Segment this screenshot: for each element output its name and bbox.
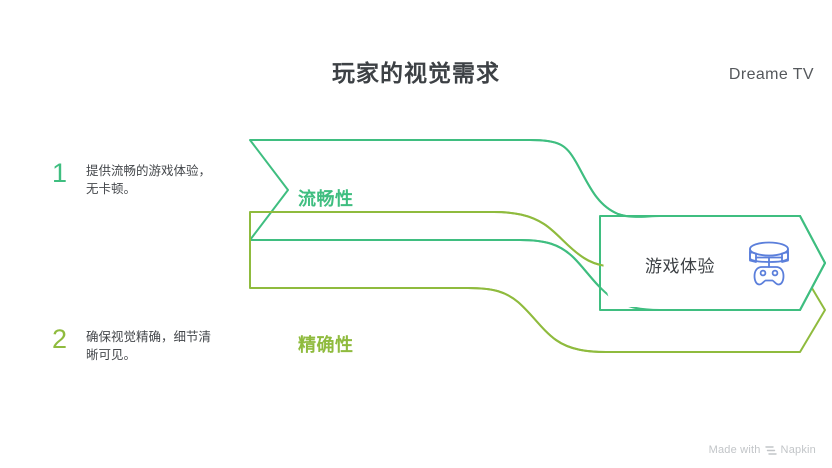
outcome-label: 游戏体验 [645, 257, 715, 276]
page-title: 玩家的视觉需求 [332, 60, 500, 86]
outcome-arrow-cover [603, 219, 821, 307]
band-merge-edge-bottom [449, 239, 801, 311]
band-label-smoothness: 流畅性 [298, 189, 354, 209]
band-merge-edge-top [449, 139, 801, 218]
list-item: 1 提供流畅的游戏体验，无卡顿。 [52, 160, 222, 198]
band-label-precision: 精确性 [298, 335, 354, 355]
vr-headset-gamepad-icon [749, 241, 789, 286]
band-merge-edge-olive-bottom [449, 287, 701, 353]
brand-label: Dreame TV [728, 66, 814, 83]
list-item-index: 1 [52, 158, 68, 188]
list-item-index: 2 [52, 324, 68, 354]
list-item: 2 确保视觉精确，细节清晰可见。 [52, 326, 222, 364]
list-item-text: 提供流畅的游戏体验，无卡顿。 [86, 163, 212, 197]
watermark-made-with-label: Made with [708, 444, 761, 456]
outcome-arrow-outline [659, 215, 826, 311]
list-item-text: 确保视觉精确，细节清晰可见。 [86, 329, 212, 363]
watermark: Made with Napkin [709, 444, 816, 456]
watermark-product-label: Napkin [780, 444, 816, 456]
napkin-logo-icon [764, 445, 777, 455]
